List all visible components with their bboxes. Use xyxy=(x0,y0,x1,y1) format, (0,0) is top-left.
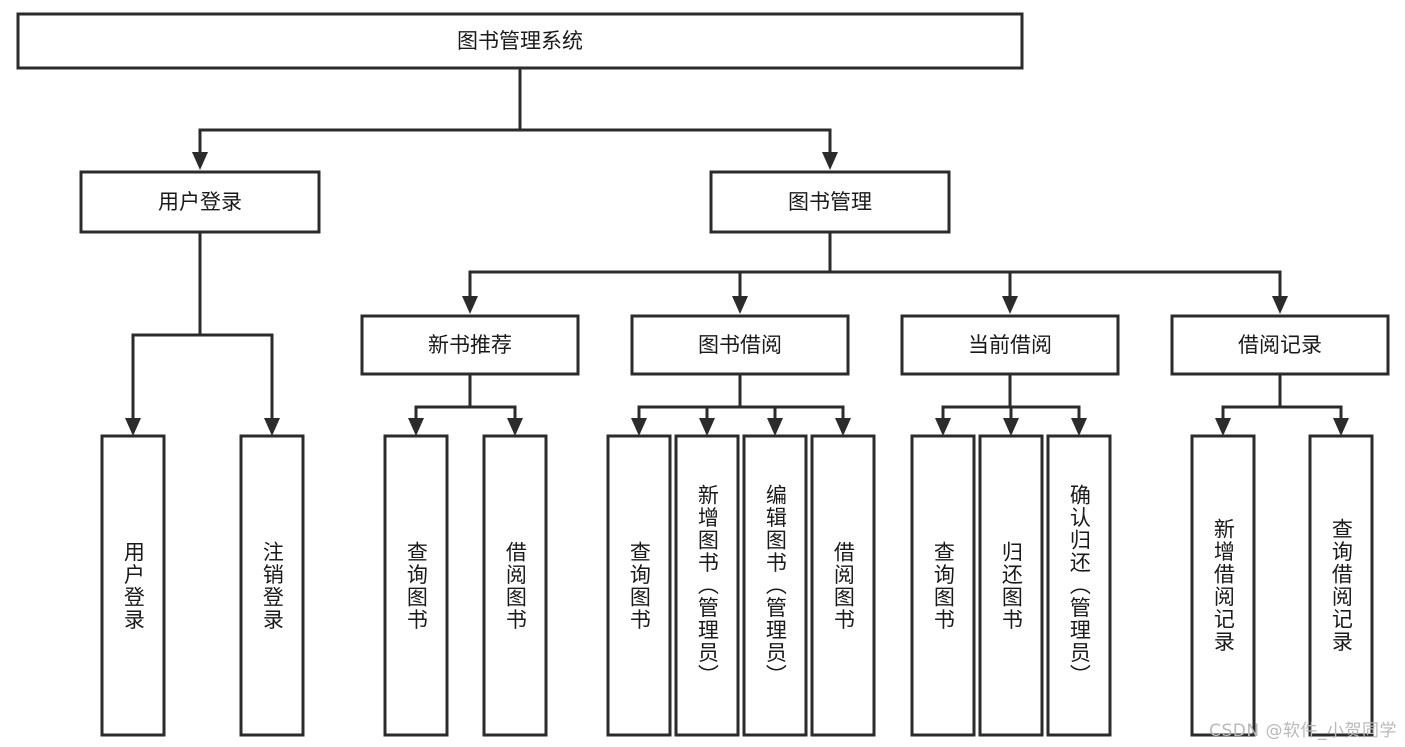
arrow-head-icon xyxy=(1003,418,1019,436)
node-box-leaf-query-book-1[interactable] xyxy=(383,434,449,737)
arrow-head-icon xyxy=(264,418,280,436)
arrow-head-icon xyxy=(822,152,838,170)
node-label-book-borrow: 图书借阅 xyxy=(698,333,782,357)
arrow-head-icon xyxy=(631,418,647,436)
node-box-new-book-recommend[interactable] xyxy=(360,314,580,376)
node-label-new-book-recommend: 新书推荐 xyxy=(428,333,512,357)
arrow-head-icon xyxy=(1071,418,1087,436)
watermark-text: CSDN @软件_小贺同学 xyxy=(1209,721,1397,741)
node-box-leaf-edit-book-admin[interactable] xyxy=(742,434,808,737)
arrow-head-icon xyxy=(1272,296,1288,314)
node-box-user-login[interactable] xyxy=(79,170,321,234)
node-label-borrow-record: 借阅记录 xyxy=(1238,333,1322,357)
node-box-borrow-record[interactable] xyxy=(1170,314,1390,376)
node-box-leaf-confirm-return-admin[interactable] xyxy=(1046,434,1112,737)
arrow-head-icon xyxy=(507,418,523,436)
arrow-head-icon xyxy=(732,296,748,314)
node-box-current-borrow[interactable] xyxy=(900,314,1120,376)
node-box-leaf-query-book-2[interactable] xyxy=(606,434,672,737)
node-box-book-manage[interactable] xyxy=(709,170,951,234)
arrow-head-icon xyxy=(1333,418,1349,436)
arrow-head-icon xyxy=(462,296,478,314)
node-boxes-layer xyxy=(16,12,1390,737)
arrow-head-icon xyxy=(408,418,424,436)
node-box-leaf-query-book-3[interactable] xyxy=(910,434,976,737)
arrow-head-icon xyxy=(767,418,783,436)
arrow-head-icon xyxy=(935,418,951,436)
node-label-root: 图书管理系统 xyxy=(457,29,583,53)
node-box-leaf-borrow-book-1[interactable] xyxy=(482,434,548,737)
node-label-book-manage: 图书管理 xyxy=(788,190,872,214)
node-label-current-borrow: 当前借阅 xyxy=(968,333,1052,357)
arrow-head-icon xyxy=(192,152,208,170)
node-box-leaf-user-logout[interactable] xyxy=(239,434,305,737)
arrow-head-icon xyxy=(699,418,715,436)
arrow-head-icon xyxy=(1002,296,1018,314)
arrow-head-icon xyxy=(125,418,141,436)
arrow-head-icon xyxy=(835,418,851,436)
node-box-leaf-return-book[interactable] xyxy=(978,434,1044,737)
node-box-root[interactable] xyxy=(16,12,1024,70)
node-box-leaf-borrow-book-2[interactable] xyxy=(810,434,876,737)
node-label-user-login: 用户登录 xyxy=(158,190,242,214)
node-box-leaf-query-borrow-record[interactable] xyxy=(1308,434,1374,737)
node-box-leaf-add-book-admin[interactable] xyxy=(674,434,740,737)
node-box-leaf-user-login[interactable] xyxy=(100,434,166,737)
node-box-leaf-add-borrow-record[interactable] xyxy=(1190,434,1256,737)
node-box-book-borrow[interactable] xyxy=(630,314,850,376)
arrow-head-icon xyxy=(1215,418,1231,436)
arrow-heads-layer xyxy=(125,152,1349,436)
